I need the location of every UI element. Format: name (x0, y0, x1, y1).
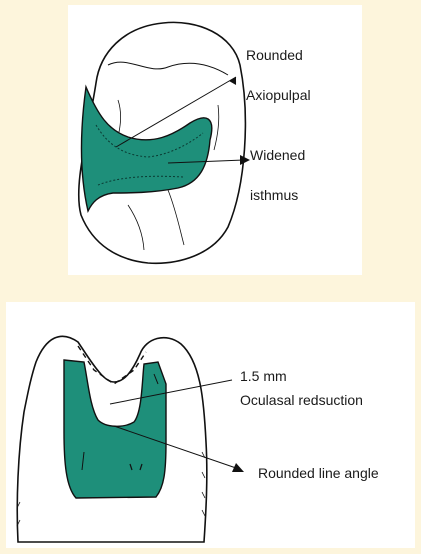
cavity-preparation (64, 360, 166, 498)
label-rounded-line-angle: Rounded line angle (258, 465, 379, 481)
label-widened: Widened (250, 147, 305, 163)
arrow-isthmus (240, 155, 250, 165)
proximal-tooth-diagram (6, 302, 415, 548)
label-reduction-name: Oculasal redsuction (240, 392, 363, 408)
top-diagram-panel: Rounded Axiopulpal Widened isthmus (68, 5, 362, 275)
label-isthmus: isthmus (250, 187, 298, 203)
label-rounded: Rounded (246, 47, 303, 63)
label-axiopulpal: Axiopulpal (246, 87, 311, 103)
label-reduction-amount: 1.5 mm (240, 368, 287, 384)
occlusal-tooth-diagram (68, 5, 362, 275)
bottom-diagram-panel: 1.5 mm Oculasal redsuction Rounded line … (6, 302, 415, 548)
